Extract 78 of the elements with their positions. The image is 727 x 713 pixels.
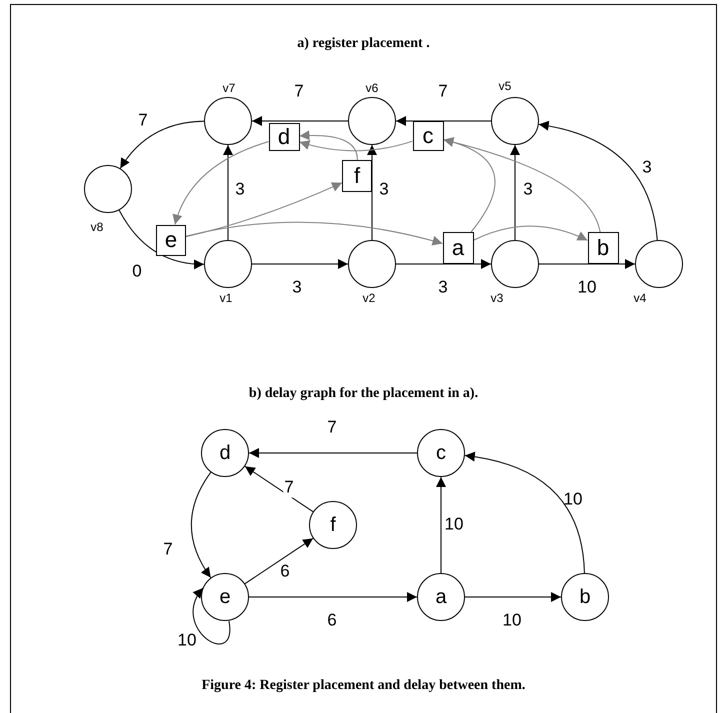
- edge-label: 7: [283, 478, 295, 498]
- node-circle: c: [417, 429, 465, 477]
- section-heading: b) delay graph for the placement in a).: [248, 386, 478, 401]
- arrow: [244, 466, 314, 512]
- edge-label: 7: [293, 82, 305, 102]
- edge-label: 10: [562, 490, 584, 510]
- node-circle: d: [201, 429, 249, 477]
- arrow: [173, 141, 269, 225]
- arrow: [396, 259, 492, 269]
- vertex-label: v7: [222, 81, 236, 95]
- register-box: f: [342, 160, 372, 192]
- node-circle: e: [201, 573, 249, 621]
- edge-label: 3: [291, 278, 303, 298]
- edge-label: 7: [437, 82, 449, 102]
- edge-label: 3: [437, 278, 449, 298]
- node-circle: [491, 97, 539, 145]
- edge-label: 3: [234, 180, 246, 200]
- edge-label: 10: [502, 612, 522, 630]
- node-circle: [635, 240, 683, 288]
- arrow: [252, 259, 348, 269]
- node-circle: [348, 97, 396, 145]
- arrow: [396, 116, 492, 126]
- register-box: b: [588, 232, 618, 264]
- arrow: [244, 538, 314, 584]
- node-circle: [348, 240, 396, 288]
- vertex-label: v1: [220, 291, 232, 305]
- vertex-label: v5: [498, 79, 512, 93]
- vertex-label: v2: [362, 291, 376, 305]
- edge-label: 10: [576, 278, 598, 298]
- node-circle: [491, 240, 539, 288]
- edge-label: 6: [326, 612, 338, 630]
- arrow: [120, 120, 204, 169]
- arrow: [223, 144, 233, 240]
- figure-caption: Figure 4: Register placement and delay between them.: [202, 678, 526, 693]
- edge-label: 6: [279, 562, 291, 582]
- arrow: [248, 592, 418, 602]
- vertex-label: v3: [490, 291, 504, 305]
- register-box: e: [156, 224, 186, 256]
- arrow: [464, 592, 562, 602]
- edge-label: 7: [137, 112, 149, 130]
- vertex-label: v8: [90, 220, 104, 234]
- edge-label: 3: [522, 180, 534, 200]
- node-circle: [204, 97, 252, 145]
- arrow: [538, 259, 636, 269]
- arrow: [443, 137, 601, 232]
- arrow: [248, 448, 418, 458]
- arrow: [190, 472, 212, 578]
- node-circle: [204, 240, 252, 288]
- arrow: [299, 140, 413, 152]
- section-heading: a) register placement .: [297, 36, 430, 51]
- arrow: [473, 226, 588, 241]
- arrow: [436, 476, 446, 574]
- register-box: d: [268, 123, 300, 151]
- node-circle: [84, 165, 132, 213]
- arrow: [186, 222, 443, 246]
- vertex-label: v6: [366, 81, 378, 95]
- arrow: [367, 144, 377, 240]
- node-circle: b: [561, 573, 609, 621]
- arrow: [443, 138, 496, 232]
- arrow: [192, 588, 230, 644]
- arrow: [252, 116, 348, 126]
- register-box: c: [412, 121, 444, 151]
- node-circle: a: [417, 573, 465, 621]
- arrow: [510, 144, 520, 240]
- arrow: [538, 121, 658, 241]
- arrow: [464, 452, 585, 574]
- edge-label: 3: [378, 180, 390, 200]
- arrow: [186, 182, 342, 238]
- edge-label: 7: [162, 540, 174, 560]
- edge-label: 3: [641, 158, 653, 178]
- arrow: [118, 210, 204, 269]
- node-circle: f: [309, 501, 357, 549]
- vertex-label: v4: [634, 291, 646, 305]
- edge-label: 7: [326, 418, 338, 438]
- arrow: [299, 130, 358, 160]
- register-box: a: [442, 232, 474, 264]
- edge-label: 0: [131, 262, 143, 282]
- edge-label: 10: [176, 632, 198, 650]
